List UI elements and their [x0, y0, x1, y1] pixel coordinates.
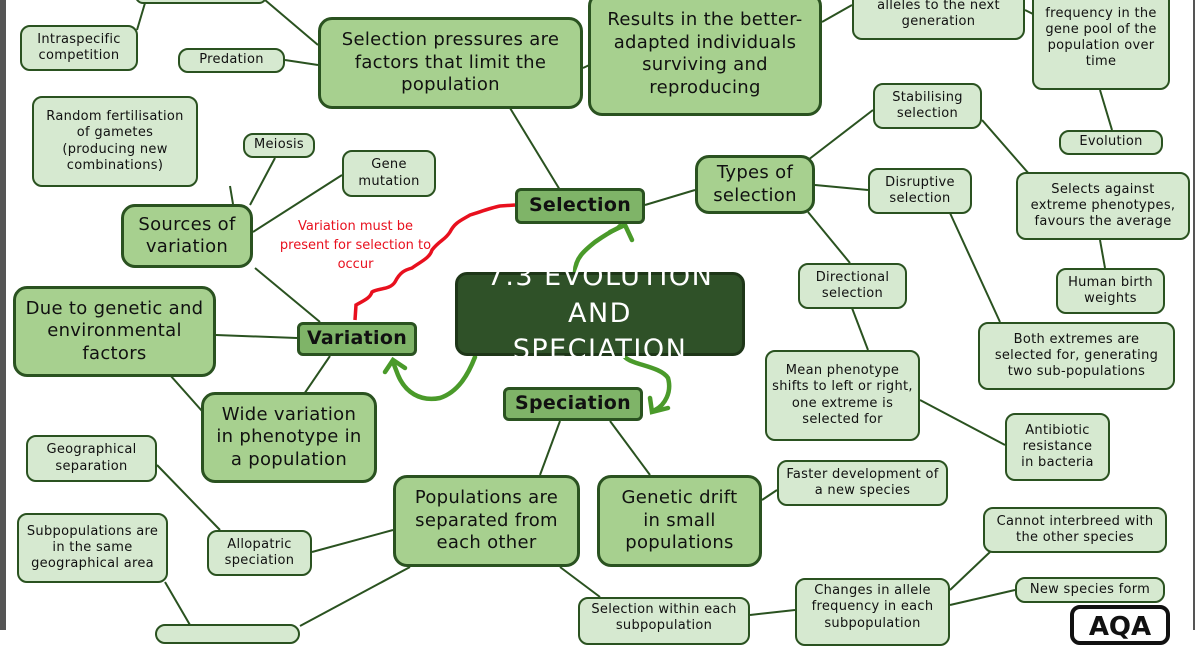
node-selection-pressures: Selection pressures are factors that lim… [318, 17, 583, 109]
connector-line [284, 59, 319, 66]
node-new-species-form: New species form [1015, 577, 1165, 603]
connector-line [215, 334, 298, 339]
node-alleles-next-generation: alleles to the next generation [852, 0, 1025, 40]
node-wide-variation: Wide variation in phenotype in a populat… [201, 392, 377, 483]
arrow-to-speciation-head [647, 395, 671, 415]
node-evolution: Evolution [1059, 130, 1163, 155]
aqa-logo: AQA [1070, 605, 1170, 645]
connector-line [949, 551, 991, 591]
connector-line [949, 589, 1016, 606]
connector-line [249, 157, 276, 206]
connector-line [814, 184, 869, 191]
connector-lines [136, 0, 1113, 627]
connector-line [821, 4, 853, 23]
node-intraspecific-competition: Intraspecific competition [20, 25, 138, 71]
connector-line [949, 212, 1001, 323]
node-stabilising-selection: Stabilising selection [873, 83, 982, 129]
node-disruptive-selection: Disruptive selection [868, 168, 972, 214]
node-meiosis: Meiosis [243, 133, 315, 158]
annotation-variation-must-be-present: Variation must be present for selection … [279, 219, 432, 272]
connector-line [1099, 239, 1106, 269]
node-populations-separated: Populations are separated from each othe… [393, 475, 580, 567]
branch-variation: Variation [297, 322, 417, 356]
connector-line [807, 109, 874, 161]
connector-line [1099, 89, 1113, 131]
arrow-to-speciation [622, 354, 672, 413]
connector-line [156, 464, 221, 531]
node-faster-development: Faster development of a new species [777, 460, 948, 506]
central-topic: 7.3 EVOLUTION AND SPECIATION [455, 261, 745, 365]
connector-line [761, 489, 778, 501]
connector-line [252, 174, 343, 233]
left-window-edge [0, 0, 6, 630]
branch-speciation: Speciation [503, 387, 643, 421]
connector-line [229, 185, 234, 205]
partial-node-top-left [135, 0, 267, 4]
connector-line [981, 119, 1031, 176]
connector-line [311, 529, 394, 553]
arrow-to-selection-head [607, 222, 635, 243]
node-antibiotic-resistance: Antibiotic resistance in bacteria [1005, 413, 1110, 481]
connector-line [264, 0, 319, 46]
connector-line [559, 566, 601, 598]
connector-line [851, 307, 869, 351]
red-wavy-link [353, 203, 516, 321]
connector-line [609, 420, 651, 476]
node-types-of-selection: Types of selection [695, 155, 815, 214]
connector-line [749, 609, 796, 616]
partial-node-bottom [155, 624, 300, 644]
connector-line [807, 211, 851, 264]
node-gene-mutation: Gene mutation [342, 150, 436, 197]
connector-line [164, 581, 191, 626]
node-genetic-drift: Genetic drift in small populations [597, 475, 762, 567]
node-selection-within: Selection within each subpopulation [578, 597, 750, 645]
connector-line [539, 420, 561, 476]
node-frequency-gene-pool: frequency in the gene pool of the popula… [1032, 0, 1170, 90]
node-results-in: Results in the better-adapted individual… [588, 0, 822, 116]
node-mean-phenotype: Mean phenotype shifts to left or right, … [765, 350, 920, 441]
node-human-birth-weights: Human birth weights [1056, 268, 1165, 314]
node-allopatric-speciation: Allopatric speciation [207, 530, 312, 576]
node-predation: Predation [178, 48, 285, 73]
connector-line [254, 267, 321, 323]
node-random-fertilisation: Random fertilisation of gametes (produci… [32, 96, 198, 187]
node-subpopulations-same-area: Subpopulations are in the same geographi… [17, 513, 168, 583]
branch-selection: Selection [515, 188, 645, 224]
connector-line [919, 399, 1006, 446]
arrow-to-variation [390, 354, 478, 402]
connector-line [644, 189, 696, 206]
arrow-to-variation-head [382, 356, 408, 375]
right-window-edge [1193, 0, 1200, 630]
connector-line [509, 107, 561, 191]
node-cannot-interbreed: Cannot interbreed with the other species [983, 507, 1167, 553]
node-geographical-separation: Geographical separation [26, 435, 157, 482]
node-selects-against: Selects against extreme phenotypes, favo… [1016, 172, 1190, 240]
node-due-to-genetic: Due to genetic and environmental factors [13, 286, 216, 377]
node-changes-allele-frequency: Changes in allele frequency in each subp… [795, 578, 950, 646]
connector-line [136, 2, 146, 31]
node-directional-selection: Directional selection [798, 263, 907, 309]
connector-line [299, 566, 411, 627]
node-both-extremes: Both extremes are selected for, generati… [978, 322, 1175, 390]
node-sources-of-variation: Sources of variation [121, 204, 253, 268]
